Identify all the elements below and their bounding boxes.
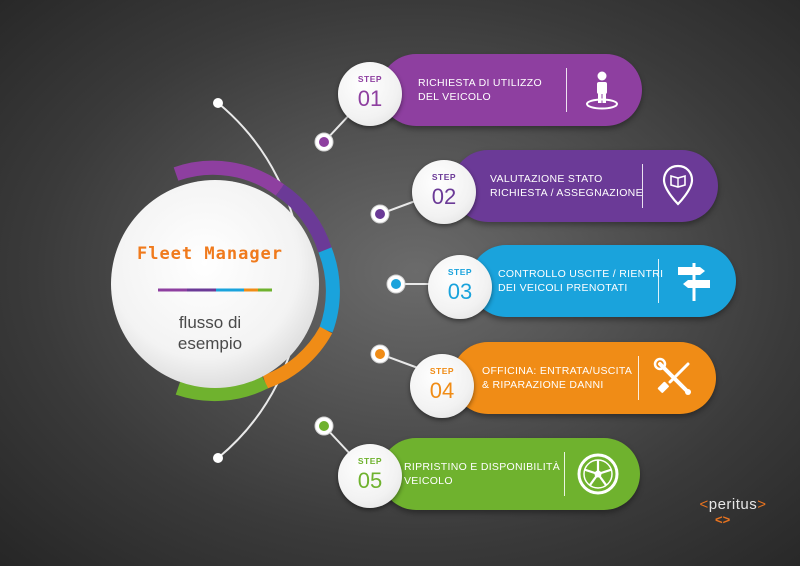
step-01-badge: STEP 01 [338,62,402,126]
step-02-separator [642,164,643,208]
wheel-icon [577,453,619,495]
step-02-badge: STEP 02 [412,160,476,224]
step-02-number: 02 [431,184,457,209]
arc-node-03-dot [391,279,401,289]
arc-end-top [213,98,223,108]
hub-ring-violet [275,184,332,253]
step-04-pill[interactable]: OFFICINA: ENTRATA/USCITA & RIPARAZIONE D… [452,342,716,414]
arc-node-01-dot [319,137,329,147]
step-02-pill[interactable]: VALUTAZIONE STATO RICHIESTA / ASSEGNAZIO… [452,150,718,222]
step-04-separator [638,356,639,400]
step-05-pill[interactable]: RIPRISTINO E DISPONIBILITÀ VEICOLO [380,438,640,510]
hub-ring-blue [318,247,340,333]
step-05-number: 05 [357,468,383,493]
step-03-text: CONTROLLO USCITE / RIENTRI DEI VEICOLI P… [498,268,664,294]
step-01-label: STEP [357,74,383,84]
step-01-text: RICHIESTA DI UTILIZZO DEL VEICOLO [418,77,542,103]
arc-node-05-dot [319,421,329,431]
signpost-icon [678,263,710,301]
step-03-separator [658,259,659,303]
step-05-badge: STEP 05 [338,444,402,508]
hub-ring-orange [262,326,333,389]
step-03-label: STEP [447,267,473,277]
step-04-text: OFFICINA: ENTRATA/USCITA & RIPARAZIONE D… [482,365,633,391]
hub-ring-green [175,375,269,402]
hub-subtitle: flusso di esempio [177,313,243,353]
logo-mark: <> [715,512,731,527]
arc-end-bottom [213,453,223,463]
step-01-pill[interactable]: RICHIESTA DI UTILIZZO DEL VEICOLO [380,54,642,126]
person-icon [586,71,618,110]
step-05-label: STEP [357,456,383,466]
tools-icon [653,357,691,395]
hub-circle [111,180,319,388]
logo-text: peritus [708,496,758,513]
arc-node-02-dot [375,209,385,219]
logo-bracket-right: > [757,496,767,513]
step-03-number: 03 [447,279,473,304]
logo-bracket-left: < [699,496,709,513]
step-02-label: STEP [431,172,457,182]
hub-title: Fleet Manager [136,244,284,264]
step-04-label: STEP [429,366,455,376]
step-04-badge: STEP 04 [410,354,474,418]
step-01-separator [566,68,567,112]
step-02-text: VALUTAZIONE STATO RICHIESTA / ASSEGNAZIO… [490,173,643,199]
step-03-pill[interactable]: CONTROLLO USCITE / RIENTRI DEI VEICOLI P… [470,245,736,317]
step-03-badge: STEP 03 [428,255,492,319]
step-04-number: 04 [429,378,455,403]
arc-node-04-dot [375,349,385,359]
hub-ring-purple [173,160,285,196]
step-05-text: RIPRISTINO E DISPONIBILITÀ VEICOLO [404,461,560,487]
map-pin-book-icon [662,164,694,206]
step-01-number: 01 [357,86,383,111]
peritus-logo: <peritus> [688,496,778,513]
step-05-separator [564,452,565,496]
